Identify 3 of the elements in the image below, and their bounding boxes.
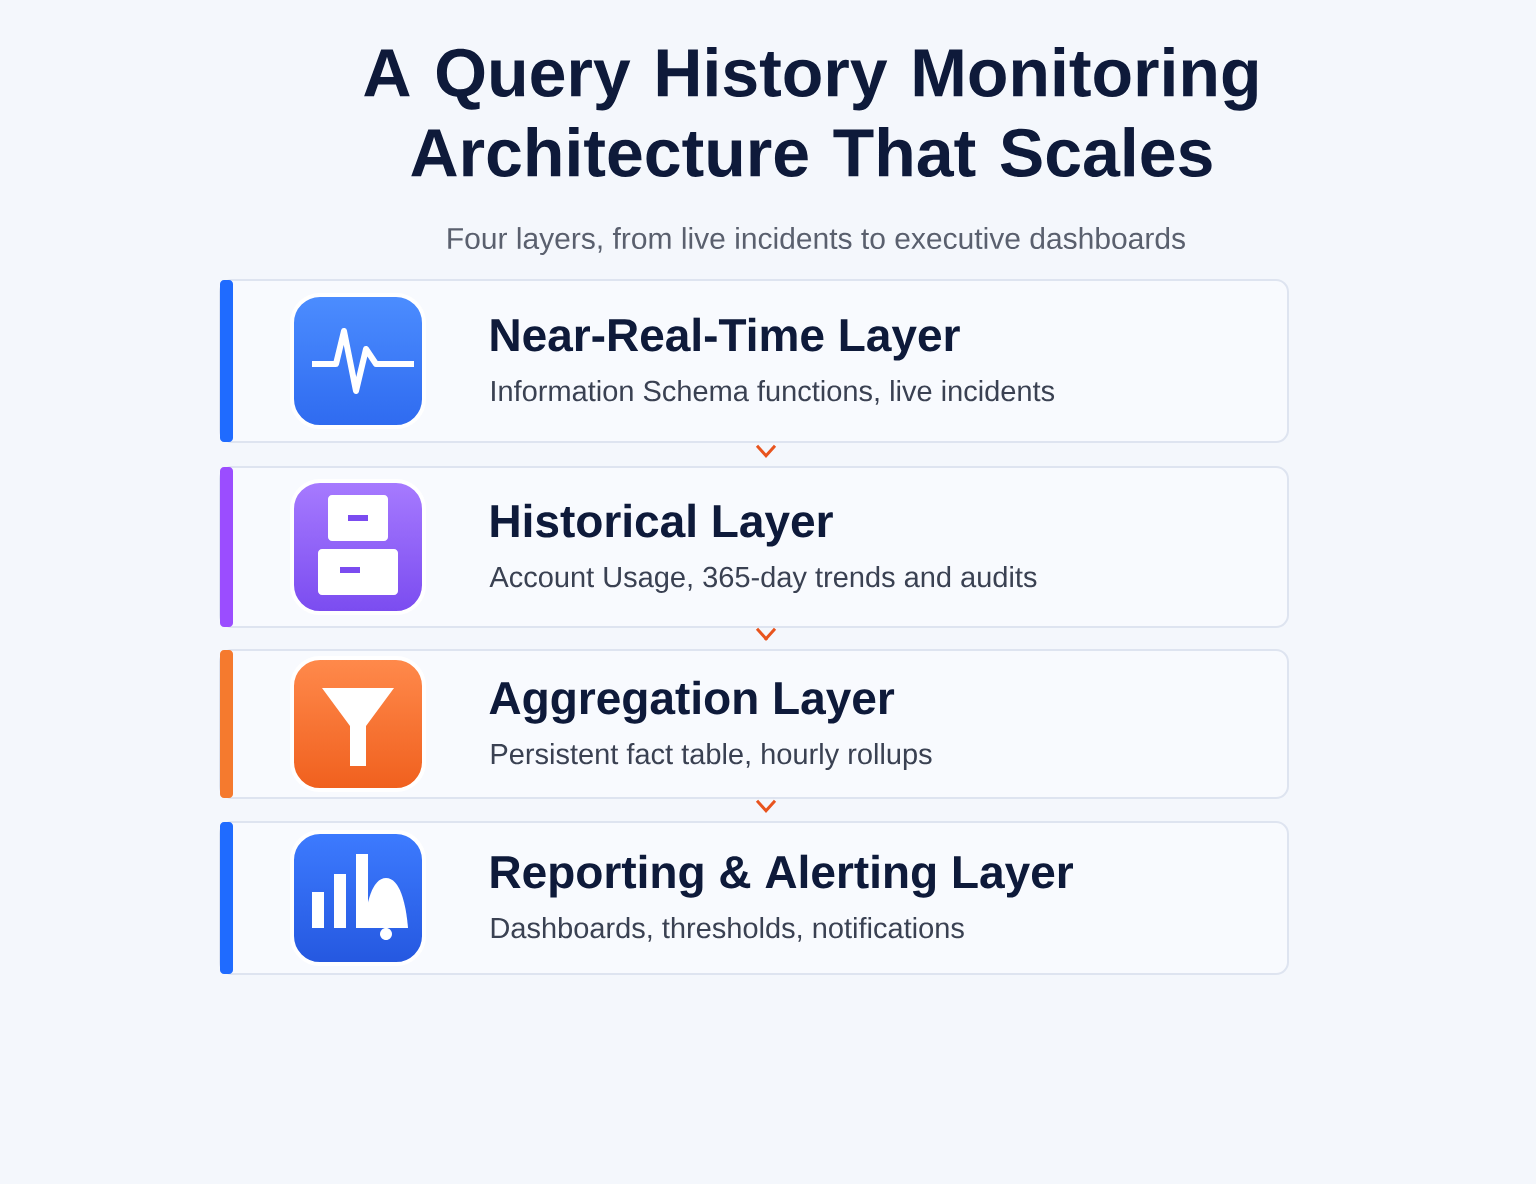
layer-card: Near-Real-Time Layer Information Schema functions, live incidents: [219, 279, 1289, 443]
layer-card: Historical Layer Account Usage, 365-day trends and audits: [219, 466, 1289, 628]
title: A Query History Monitoring Architecture That Scales: [364, 47, 1257, 177]
